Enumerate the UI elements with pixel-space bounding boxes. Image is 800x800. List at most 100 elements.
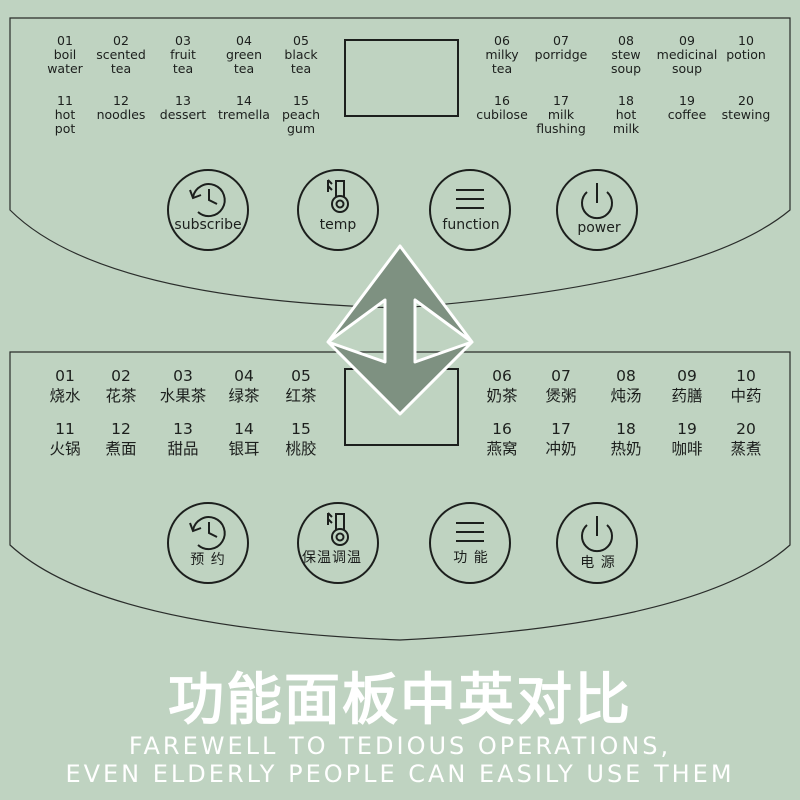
- function-label: scented: [96, 47, 146, 62]
- chinese-subscribe-button-ring[interactable]: [167, 502, 249, 584]
- function-label: 中药: [730, 386, 762, 405]
- clock-history-icon: [189, 516, 226, 551]
- function-number: 13: [173, 420, 193, 438]
- english-temp-button[interactable]: temp: [319, 217, 357, 233]
- function-label: stewing: [721, 107, 771, 122]
- function-label: tremella: [218, 107, 270, 122]
- function-label: tea: [233, 61, 255, 76]
- function-number: 15: [291, 420, 311, 438]
- function-label: noodles: [96, 107, 146, 122]
- function-number: 01: [55, 367, 75, 385]
- function-label: tea: [290, 61, 312, 76]
- function-label: dessert: [159, 107, 207, 122]
- chinese-temp-button-ring[interactable]: [297, 502, 379, 584]
- double-arrow-icon: [326, 244, 474, 416]
- function-label: boil: [53, 47, 77, 62]
- function-number: 02: [113, 33, 129, 48]
- function-label: 烧水: [49, 386, 81, 405]
- function-label: hot: [615, 107, 637, 122]
- english-subscribe-button[interactable]: subscribe: [174, 217, 242, 233]
- english-function-button[interactable]: function: [442, 217, 500, 233]
- function-label: soup: [610, 61, 642, 76]
- function-label: 煲粥: [545, 386, 577, 405]
- function-label: milky: [485, 47, 519, 62]
- function-number: 15: [293, 93, 309, 108]
- function-number: 18: [616, 420, 636, 438]
- chinese-function-button[interactable]: 功 能: [453, 550, 489, 566]
- function-number: 06: [494, 33, 510, 48]
- function-number: 07: [551, 367, 571, 385]
- headline: 功能面板中英对比: [168, 668, 632, 733]
- function-number: 20: [738, 93, 754, 108]
- function-label: 银耳: [228, 439, 260, 458]
- function-label: water: [47, 61, 83, 76]
- chinese-subscribe-button[interactable]: 预 约: [190, 552, 226, 568]
- function-label: 奶茶: [486, 386, 518, 405]
- function-label: 红茶: [285, 386, 317, 405]
- function-number: 12: [111, 420, 131, 438]
- function-label: 绿茶: [228, 386, 260, 405]
- english-subscribe-button-ring[interactable]: [167, 169, 249, 251]
- function-number: 05: [291, 367, 311, 385]
- function-label: 火锅: [49, 439, 81, 458]
- function-label: coffee: [667, 107, 707, 122]
- function-label: 煮面: [105, 439, 137, 458]
- function-number: 10: [738, 33, 754, 48]
- function-number: 11: [57, 93, 73, 108]
- chinese-power-button[interactable]: 电 源: [580, 555, 616, 571]
- chinese-function-button-ring[interactable]: [429, 502, 511, 584]
- clock-history-icon: [189, 183, 226, 218]
- function-label: 燕窝: [486, 439, 518, 458]
- chinese-power-button-ring[interactable]: [556, 502, 638, 584]
- function-label: medicinal: [656, 47, 718, 62]
- tagline-line-1: FAREWELL TO TEDIOUS OPERATIONS,: [128, 732, 672, 760]
- function-number: 16: [494, 93, 510, 108]
- power-icon: [581, 183, 613, 220]
- function-label: 水果茶: [159, 386, 207, 405]
- english-power-button-ring[interactable]: [556, 169, 638, 251]
- function-label: flushing: [536, 121, 586, 136]
- function-number: 03: [175, 33, 191, 48]
- function-label: cubilose: [476, 107, 528, 122]
- function-label: tea: [110, 61, 132, 76]
- function-label: tea: [491, 61, 513, 76]
- function-number: 06: [492, 367, 512, 385]
- function-number: 01: [57, 33, 73, 48]
- chinese-temp-button[interactable]: 保温调温: [302, 550, 362, 566]
- function-label: porridge: [534, 47, 588, 62]
- menu-lines-icon: [456, 189, 484, 209]
- function-number: 20: [736, 420, 756, 438]
- function-label: hot: [54, 107, 76, 122]
- english-power-button[interactable]: power: [577, 220, 621, 236]
- function-number: 18: [618, 93, 634, 108]
- function-label: potion: [726, 47, 766, 62]
- function-number: 19: [679, 93, 695, 108]
- function-label: 蒸煮: [730, 439, 762, 458]
- english-temp-button-ring[interactable]: [297, 169, 379, 251]
- function-label: 炖汤: [610, 386, 642, 405]
- english-function-button-ring[interactable]: [429, 169, 511, 251]
- function-label: 咖啡: [671, 439, 703, 458]
- function-number: 05: [293, 33, 309, 48]
